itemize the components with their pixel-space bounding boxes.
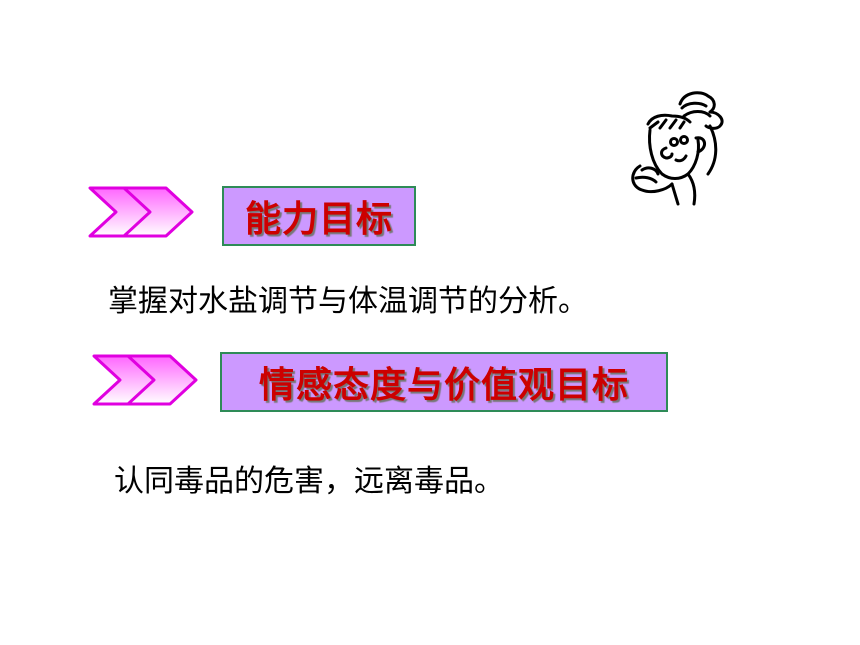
section2-heading: 情感态度与价值观目标 (220, 352, 668, 412)
thinking-person-icon (631, 91, 724, 206)
section1-heading-text: 能力目标 (244, 199, 393, 240)
section2-text: 认同毒品的危害，远离毒品。 (114, 464, 504, 499)
section1-text: 掌握对水盐调节与体温调节的分析。 (108, 284, 588, 319)
double-chevron-right-icon (88, 186, 194, 238)
section1-heading: 能力目标 (222, 186, 416, 246)
double-chevron-right-icon (92, 354, 198, 406)
section2-heading-text: 情感态度与价值观目标 (258, 365, 629, 406)
